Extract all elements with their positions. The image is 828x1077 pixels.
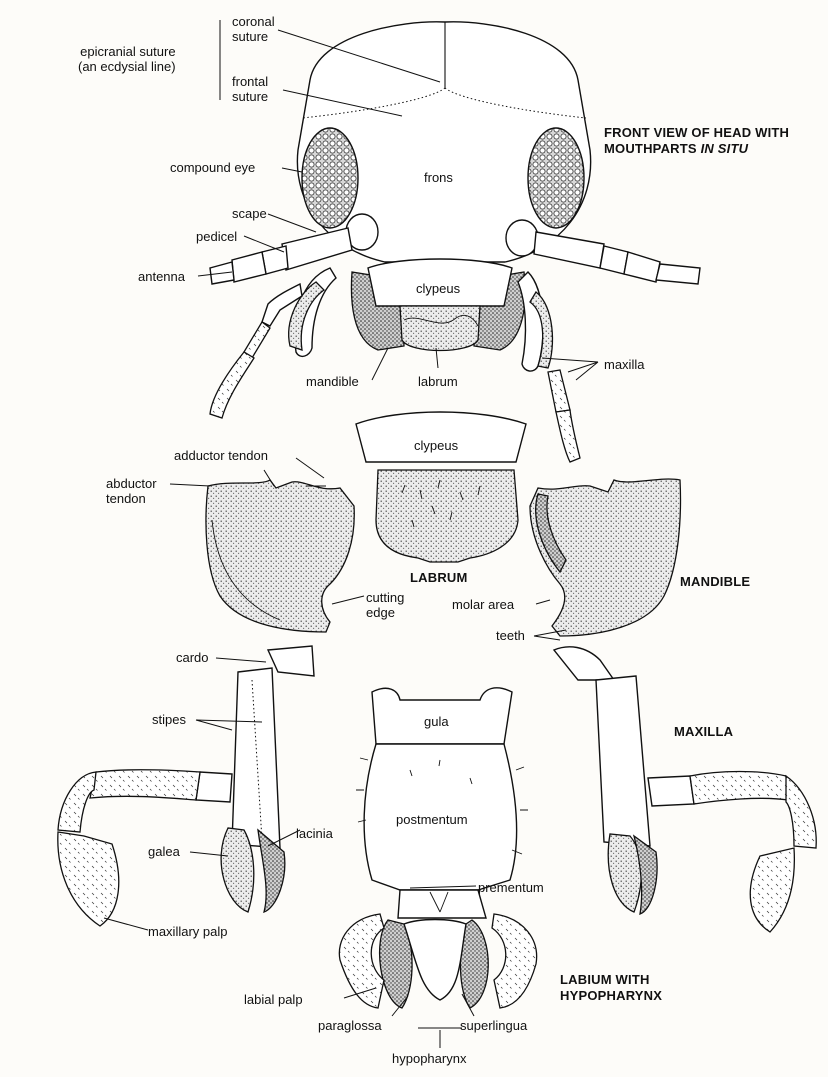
labrum-head — [400, 306, 480, 351]
label-epicranial-line1: epicranial suture — [78, 44, 176, 59]
label-gula: gula — [424, 714, 449, 729]
label-teeth: teeth — [496, 628, 525, 643]
labrum-detached — [376, 470, 518, 562]
label-cardo: cardo — [176, 650, 209, 665]
section-title-head-line1: FRONT VIEW OF HEAD WITH — [604, 125, 789, 141]
section-title-head-line2: MOUTHPARTS IN SITU — [604, 141, 789, 157]
label-frons: frons — [424, 170, 453, 185]
label-labial-palp: labial palp — [244, 992, 303, 1007]
label-coronal-suture: coronal suture — [232, 14, 275, 44]
label-labrum-head: labrum — [418, 374, 458, 389]
label-prementum: prementum — [478, 880, 544, 895]
label-mandible-head: mandible — [306, 374, 359, 389]
maxilla-head-right — [518, 272, 580, 462]
label-superlingua: superlingua — [460, 1018, 527, 1033]
maxilla-right-detached — [554, 647, 816, 932]
label-antenna: antenna — [138, 269, 185, 284]
section-title-head-line2a: MOUTHPARTS — [604, 141, 701, 156]
section-title-labrum: LABRUM — [410, 570, 468, 586]
label-epicranial-line2: (an ecdysial line) — [78, 59, 176, 74]
label-stipes: stipes — [152, 712, 186, 727]
compound-eye-left — [302, 128, 358, 228]
label-cutting-line2: edge — [366, 605, 404, 620]
label-frontal-suture: frontal suture — [232, 74, 268, 104]
label-compound-eye: compound eye — [170, 160, 255, 175]
clypeus-detached — [356, 412, 526, 462]
label-cutting-line1: cutting — [366, 590, 404, 605]
maxilla-head-left — [210, 268, 336, 418]
label-abductor-line1: abductor — [106, 476, 157, 491]
label-pedicel: pedicel — [196, 229, 237, 244]
label-abductor-tendon: abductor tendon — [106, 476, 157, 506]
label-maxillary-palp: maxillary palp — [148, 924, 227, 939]
compound-eye-right — [528, 128, 584, 228]
label-molar-area: molar area — [452, 597, 514, 612]
label-abductor-line2: tendon — [106, 491, 157, 506]
label-maxilla-head: maxilla — [604, 357, 644, 372]
section-title-in-situ: IN SITU — [701, 141, 749, 156]
section-title-maxilla: MAXILLA — [674, 724, 733, 740]
label-epicranial-suture: epicranial suture (an ecdysial line) — [78, 44, 176, 74]
label-adductor-tendon: adductor tendon — [174, 448, 268, 463]
section-title-labium-line1: LABIUM WITH — [560, 972, 662, 988]
mandible-left-detached — [206, 480, 354, 632]
labium — [339, 688, 536, 1008]
section-title-head: FRONT VIEW OF HEAD WITH MOUTHPARTS IN SI… — [604, 125, 789, 157]
label-frontal-line1: frontal — [232, 74, 268, 89]
section-title-labium: LABIUM WITH HYPOPHARYNX — [560, 972, 662, 1004]
label-coronal-line2: suture — [232, 29, 275, 44]
section-title-labium-line2: HYPOPHARYNX — [560, 988, 662, 1004]
section-title-mandible: MANDIBLE — [680, 574, 750, 590]
label-coronal-line1: coronal — [232, 14, 275, 29]
label-postmentum: postmentum — [396, 812, 468, 827]
label-paraglossa: paraglossa — [318, 1018, 382, 1033]
label-clypeus-detached: clypeus — [414, 438, 458, 453]
label-scape: scape — [232, 206, 267, 221]
label-lacinia: lacinia — [296, 826, 333, 841]
label-cutting-edge: cutting edge — [366, 590, 404, 620]
label-clypeus-head: clypeus — [416, 281, 460, 296]
label-frontal-line2: suture — [232, 89, 268, 104]
label-galea: galea — [148, 844, 180, 859]
maxilla-left-detached — [58, 646, 314, 926]
label-hypopharynx: hypopharynx — [392, 1051, 466, 1066]
antenna-right — [506, 220, 700, 284]
